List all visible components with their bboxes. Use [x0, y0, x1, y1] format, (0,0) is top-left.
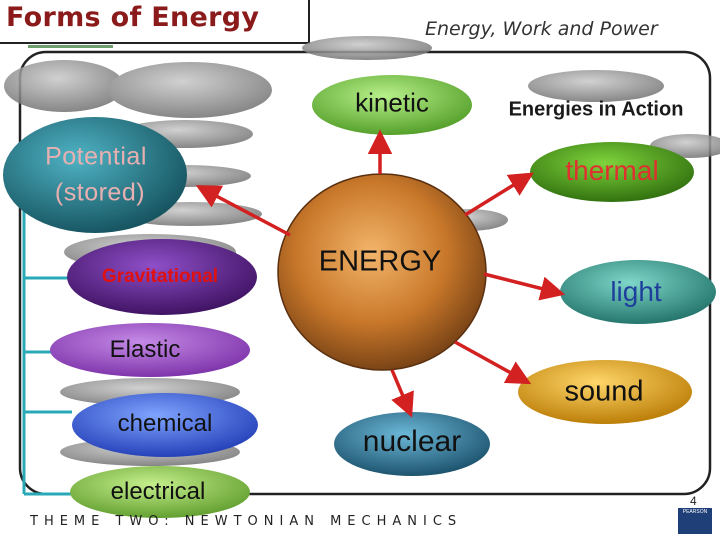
- electrical-bubble: [70, 466, 250, 518]
- elastic-label: Elastic: [109, 336, 181, 363]
- page-title: Forms of Energy: [6, 2, 260, 33]
- kinetic-bubble: [312, 75, 472, 135]
- gravitational-label: Gravitational: [101, 266, 219, 287]
- sound-bubble: [518, 360, 692, 424]
- title-frame: [0, 0, 310, 44]
- arrow-to-light: [483, 272, 566, 301]
- page-subtitle: Energy, Work and Power: [425, 18, 658, 40]
- potential-bubble: [3, 117, 187, 233]
- energy-core: [277, 173, 487, 371]
- electrical-label: electrical: [110, 478, 206, 505]
- sound-label: sound: [564, 375, 644, 408]
- potential-label: Potential: [45, 142, 147, 171]
- thermal-bubble: [530, 142, 694, 202]
- gravitational-bubble: [67, 239, 257, 315]
- nuclear-label: nuclear: [362, 425, 462, 458]
- chemical-label: chemical: [117, 410, 213, 437]
- arrow-to-nuclear: [390, 369, 414, 418]
- energies-in-action-label: Energies in Action: [508, 98, 684, 121]
- chemical-bubble: [72, 393, 258, 457]
- light-bubble: [560, 260, 716, 324]
- energy-center-label: ENERGY: [318, 245, 442, 278]
- kinetic-label: kinetic: [355, 87, 429, 118]
- light-label: light: [610, 276, 662, 307]
- theme-footer: THEME TWO: NEWTONIAN MECHANICS: [30, 514, 463, 529]
- thermal-label: thermal: [565, 155, 659, 186]
- publisher-logo-text: PEARSON: [682, 509, 708, 515]
- title-underline: [28, 45, 113, 48]
- publisher-logo: PEARSON: [678, 508, 712, 534]
- nuclear-bubble: [334, 412, 490, 476]
- arrow-to-potential: [195, 185, 291, 237]
- arrow-to-sound: [454, 340, 532, 385]
- page-number: 4: [690, 494, 697, 508]
- elastic-bubble: [50, 323, 250, 377]
- arrow-to-thermal: [464, 172, 534, 217]
- energy-arrows: [195, 129, 566, 418]
- stored-label: (stored): [54, 178, 146, 207]
